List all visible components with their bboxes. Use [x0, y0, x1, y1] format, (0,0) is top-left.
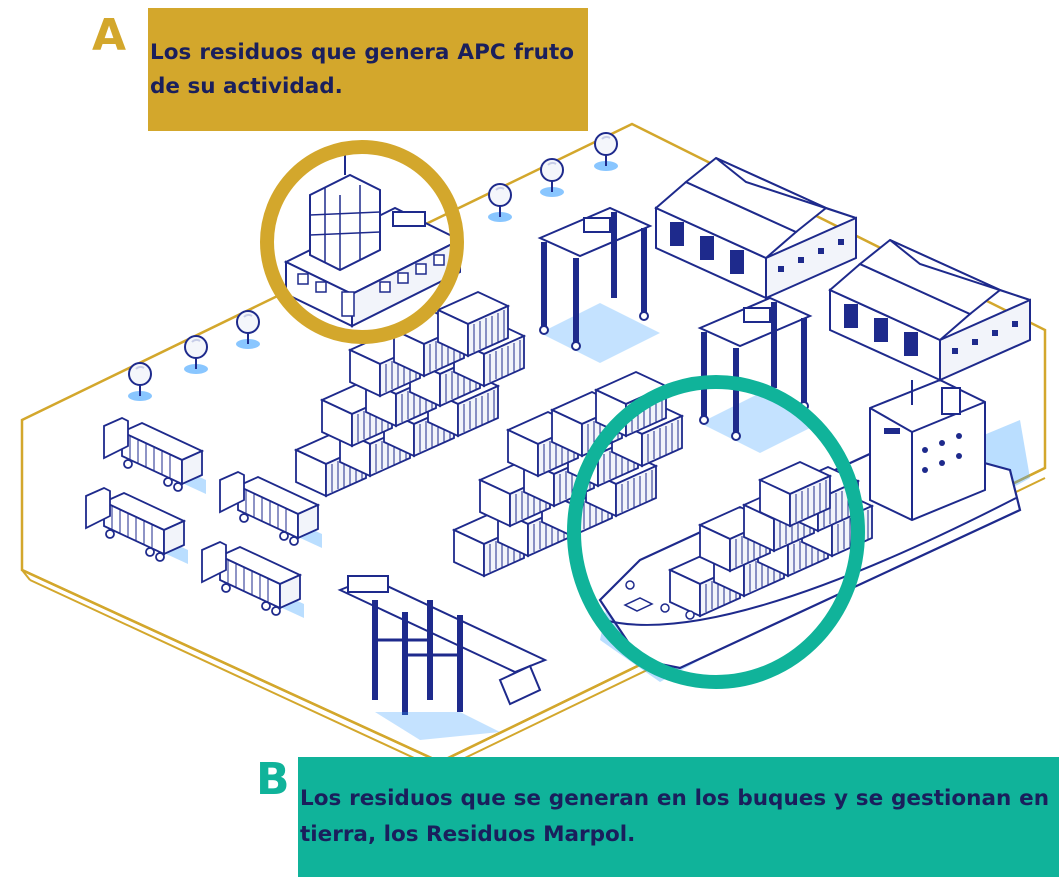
- callout-b-box: Los residuos que se generan en los buque…: [298, 757, 1059, 877]
- callout-b-letter: B: [256, 754, 290, 805]
- callout-b-text: Los residuos que se generan en los buque…: [300, 786, 1049, 847]
- callout-a-letter: A: [92, 10, 127, 61]
- office-building: [283, 155, 463, 328]
- container-ship: [598, 378, 1030, 682]
- ship-to-shore-crane: [337, 575, 548, 740]
- callout-a-box: Los residuos que genera APC fruto de su …: [148, 8, 588, 131]
- highlight-ring-a: [260, 140, 464, 344]
- callout-a-text: Los residuos que genera APC fruto de su …: [150, 40, 574, 99]
- highlight-ring-b: [567, 375, 865, 689]
